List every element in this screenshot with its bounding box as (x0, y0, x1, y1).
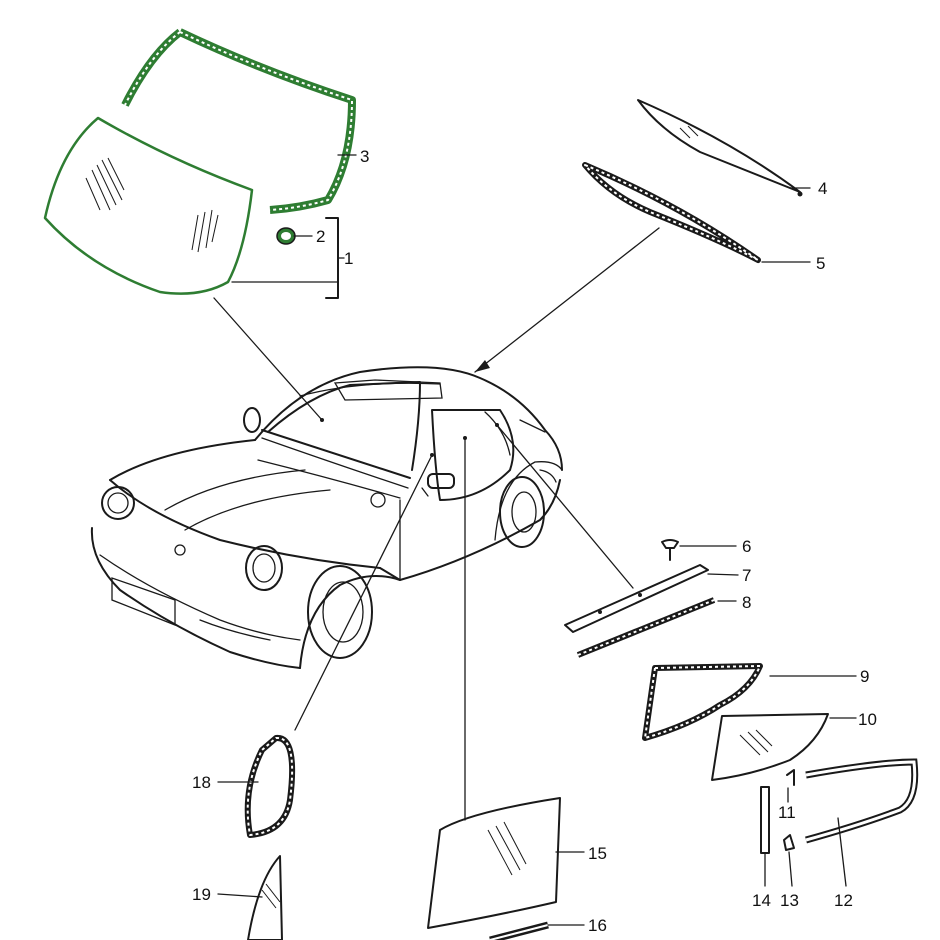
vent-window-seal[interactable] (244, 735, 296, 838)
callout-6: 6 (742, 537, 751, 556)
callout-12: 12 (834, 891, 853, 910)
windshield-glass[interactable] (43, 116, 254, 295)
guide-rail-part[interactable] (760, 786, 770, 854)
clip-part-lower[interactable] (783, 834, 795, 851)
callout-9: 9 (860, 667, 869, 686)
leader-lines (213, 154, 857, 926)
clip-part-upper[interactable] (786, 769, 795, 786)
callout-10: 10 (858, 710, 877, 729)
windshield-seal[interactable] (121, 28, 356, 214)
callout-16: 16 (588, 916, 607, 935)
callout-18: 18 (192, 773, 211, 792)
quarter-window-seal[interactable] (642, 663, 763, 741)
callout-1: 1 (344, 249, 353, 268)
car-body (90, 366, 563, 669)
door-seal-part[interactable] (489, 921, 549, 940)
callout-13: 13 (780, 891, 799, 910)
clip-part[interactable] (276, 227, 296, 245)
callout-3: 3 (360, 147, 369, 166)
callout-14: 14 (752, 891, 771, 910)
callout-2: 2 (316, 227, 325, 246)
callout-11: 11 (778, 803, 796, 822)
screw-part[interactable] (661, 539, 679, 561)
seal-strip-part[interactable] (805, 758, 919, 844)
door-window-glass[interactable] (427, 797, 561, 929)
callout-19: 19 (192, 885, 211, 904)
callout-labels: 1 2 3 4 5 6 7 8 9 10 11 12 13 14 15 16 1… (192, 147, 877, 935)
rear-window-glass[interactable] (637, 99, 803, 197)
callout-5: 5 (816, 254, 825, 273)
callout-15: 15 (588, 844, 607, 863)
vent-window-glass[interactable] (247, 855, 283, 940)
callout-4: 4 (818, 179, 827, 198)
quarter-window-glass[interactable] (711, 713, 829, 781)
callout-8: 8 (742, 593, 751, 612)
trim-strip-part[interactable] (564, 564, 709, 633)
callout-7: 7 (742, 566, 751, 585)
trim-seal-part[interactable] (576, 597, 716, 658)
rear-window-seal[interactable] (582, 162, 761, 263)
